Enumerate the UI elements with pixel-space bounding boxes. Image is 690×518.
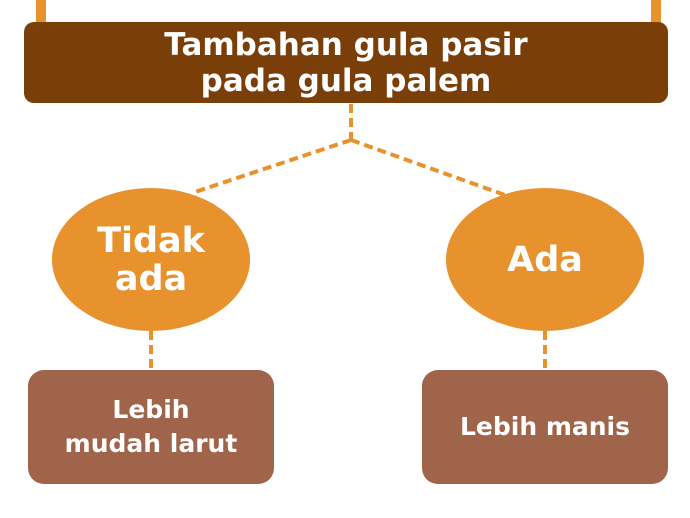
connector-left-branch xyxy=(191,138,352,195)
result-box-no: Lebih mudah larut xyxy=(28,370,274,484)
condition-node-no: Tidak ada xyxy=(52,188,250,331)
title-text: Tambahan gula pasir pada gula palem xyxy=(164,26,528,99)
title-box: Tambahan gula pasir pada gula palem xyxy=(24,22,668,103)
result-box-yes: Lebih manis xyxy=(422,370,668,484)
condition-node-yes: Ada xyxy=(446,188,644,331)
condition-label-no: Tidak ada xyxy=(97,220,205,299)
result-label-yes: Lebih manis xyxy=(459,412,631,441)
condition-label-yes: Ada xyxy=(507,239,583,280)
result-label-no: Lebih mudah larut xyxy=(64,395,238,458)
connector-right-branch xyxy=(350,138,506,197)
